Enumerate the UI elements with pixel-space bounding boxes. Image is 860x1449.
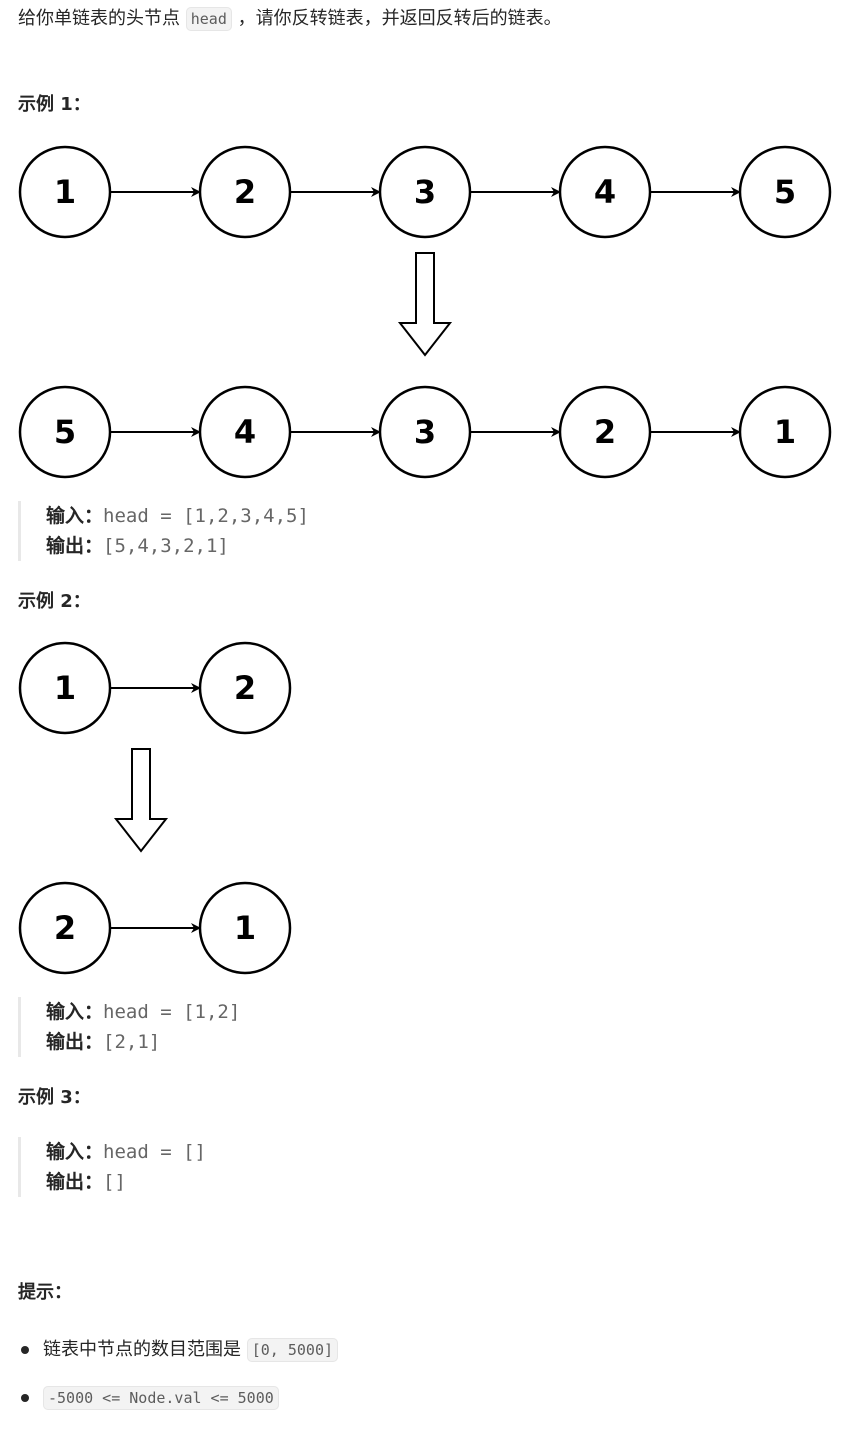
intro-text-rest: ，请你反转链表，并返回反转后的链表。	[231, 8, 562, 29]
list-node: 5	[18, 385, 112, 479]
hints-title: 提示：	[18, 1282, 72, 1303]
input-label: 输入：	[46, 505, 104, 527]
node-value: 5	[54, 413, 76, 451]
node-value: 2	[594, 413, 616, 451]
output-label: 输出：	[46, 1031, 104, 1053]
input-value: head = [1,2]	[103, 1001, 241, 1023]
node-value: 3	[414, 413, 436, 451]
node-value: 1	[54, 173, 76, 211]
constraint-text: 链表中节点的数目范围是	[43, 1339, 247, 1360]
down-arrow-icon	[113, 748, 169, 853]
output-value: [5,4,3,2,1]	[103, 535, 229, 557]
list-node: 1	[18, 145, 112, 239]
output-value: []	[103, 1171, 126, 1193]
node-value: 1	[774, 413, 796, 451]
list-item: -5000 <= Node.val <= 5000	[18, 1374, 338, 1422]
node-value: 2	[234, 173, 256, 211]
output-value: [2,1]	[103, 1031, 161, 1053]
output-label: 输出：	[46, 535, 104, 557]
input-value: head = [1,2,3,4,5]	[103, 505, 309, 527]
list-node: 2	[558, 385, 652, 479]
example-2-after-list: 2 1	[18, 881, 292, 975]
example-1-before-list: 1 2 3 4 5	[18, 145, 832, 239]
input-label: 输入：	[46, 1001, 104, 1023]
node-value: 3	[414, 173, 436, 211]
inline-code-head: head	[185, 7, 232, 31]
node-value: 1	[54, 669, 76, 707]
example-2-io-block: 输入：head = [1,2] 输出：[2,1]	[18, 997, 240, 1057]
list-node: 2	[18, 881, 112, 975]
node-value: 2	[234, 669, 256, 707]
example-2-before-list: 1 2	[18, 641, 292, 735]
list-node: 2	[198, 145, 292, 239]
example-1-title: 示例 1：	[18, 94, 91, 115]
example-1-io-block: 输入：head = [1,2,3,4,5] 输出：[5,4,3,2,1]	[18, 501, 309, 561]
list-node: 2	[198, 641, 292, 735]
list-node: 4	[558, 145, 652, 239]
node-value: 2	[54, 909, 76, 947]
list-node: 1	[18, 641, 112, 735]
input-value: head = []	[103, 1141, 206, 1163]
example-2-title: 示例 2：	[18, 591, 91, 612]
list-node: 5	[738, 145, 832, 239]
intro-text: 给你单链表的头节点	[18, 8, 186, 29]
list-node: 4	[198, 385, 292, 479]
problem-statement: 给你单链表的头节点 head ，请你反转链表，并返回反转后的链表。	[18, 2, 562, 36]
input-label: 输入：	[46, 1141, 104, 1163]
list-node: 1	[738, 385, 832, 479]
list-node: 1	[198, 881, 292, 975]
node-value: 1	[234, 909, 256, 947]
inline-code: [0, 5000]	[246, 1338, 339, 1362]
list-node: 3	[378, 145, 472, 239]
list-node: 3	[378, 385, 472, 479]
down-arrow-icon	[397, 252, 453, 357]
list-item: 链表中节点的数目范围是 [0, 5000]	[18, 1326, 339, 1374]
example-3-title: 示例 3：	[18, 1087, 91, 1108]
node-value: 4	[594, 173, 616, 211]
node-value: 4	[234, 413, 256, 451]
example-3-io-block: 输入：head = [] 输出：[]	[18, 1137, 206, 1197]
inline-code: -5000 <= Node.val <= 5000	[43, 1386, 279, 1410]
constraints-list: 链表中节点的数目范围是 [0, 5000] -5000 <= Node.val …	[18, 1326, 339, 1422]
example-1-after-list: 5 4 3 2 1	[18, 385, 832, 479]
node-value: 5	[774, 173, 796, 211]
output-label: 输出：	[46, 1171, 104, 1193]
